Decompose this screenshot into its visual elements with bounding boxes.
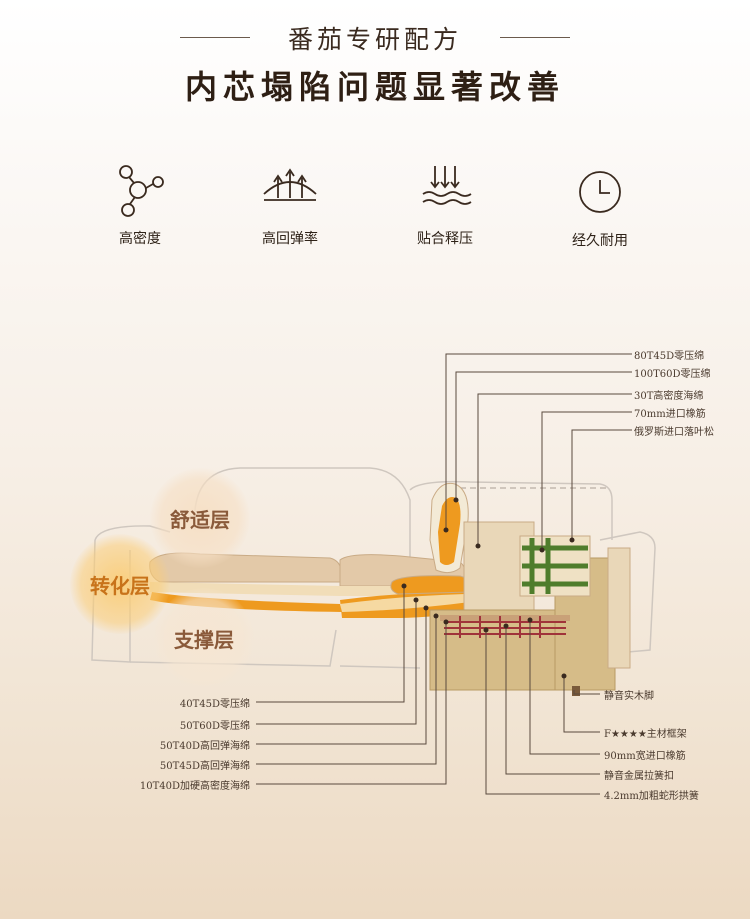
comfort-layer-badge: 舒适层: [150, 468, 250, 568]
callout-right-bottom-5: 4.2mm加粗蛇形拱簧: [604, 791, 699, 802]
feature-label: 高回弹率: [262, 231, 318, 247]
callout-right-bottom-4: 静音金属拉簧扣: [604, 771, 674, 782]
support-layer-badge: 支撑层: [154, 588, 254, 688]
pressure-relief-icon: [422, 166, 472, 205]
feature-label: 经久耐用: [572, 233, 628, 249]
leader-dots: [401, 497, 575, 679]
transition-layer-badge: 转化层: [70, 534, 170, 634]
callout-left-4: 50T45D高回弹海绵: [159, 761, 250, 772]
page-title: 内芯塌陷问题显著改善: [184, 68, 565, 106]
callout-right-bottom-1: 静音实木脚: [604, 691, 654, 702]
clock-icon: [579, 171, 621, 213]
callout-left-2: 50T60D零压绵: [179, 721, 250, 732]
sofa-cutaway-illustration: [91, 353, 656, 795]
callout-right-top-5: 俄罗斯进口落叶松: [634, 427, 714, 438]
feature-pressure-relief: 贴合释压: [385, 160, 505, 248]
callout-right-top-1: 80T45D零压绵: [634, 351, 705, 362]
elastic-webbing: [522, 538, 588, 594]
backrest-cut: [429, 482, 469, 574]
feature-label: 贴合释压: [417, 231, 473, 247]
callout-left-1: 40T45D零压绵: [179, 699, 250, 710]
molecule-icon: [119, 165, 164, 217]
callout-right-top-2: 100T60D零压绵: [634, 369, 711, 380]
comfort-layer-label: 舒适层: [170, 507, 230, 532]
subtitle: 番茄专研配方: [287, 25, 462, 54]
rebound-arrows-icon: [263, 168, 317, 201]
callout-right-top-4: 70mm进口橡筋: [634, 409, 706, 420]
feature-label: 高密度: [119, 231, 161, 247]
callout-right-bottom-3: 90mm宽进口橡筋: [604, 751, 686, 762]
subtitle-rule-left: [180, 37, 250, 38]
transition-layer-label: 转化层: [90, 573, 150, 598]
callout-right-top-3: 30T高密度海绵: [634, 391, 704, 402]
subtitle-rule-right: [500, 37, 570, 38]
callout-right-bottom-2: F★★★★主材框架: [604, 729, 687, 740]
wooden-foot: [572, 686, 580, 696]
feature-high-density: 高密度: [80, 160, 200, 248]
leader-lines: [256, 353, 632, 795]
support-layer-label: 支撑层: [174, 627, 234, 652]
callout-left-3: 50T40D高回弹海绵: [159, 741, 250, 752]
feature-durable: 经久耐用: [540, 162, 660, 250]
callout-left-5: 10T40D加硬高密度海绵: [139, 781, 250, 792]
spring-mesh: [440, 615, 570, 638]
feature-high-rebound: 高回弹率: [230, 160, 350, 248]
